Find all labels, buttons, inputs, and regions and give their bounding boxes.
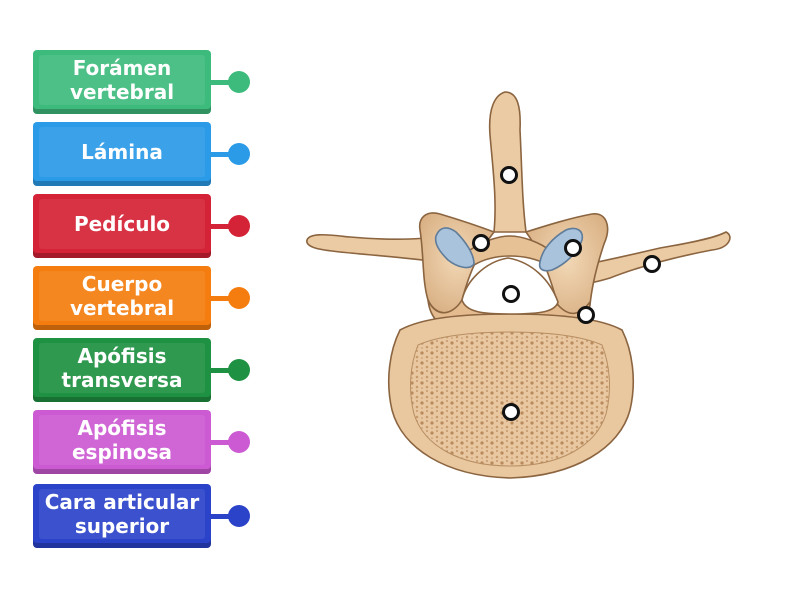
label-tile[interactable]: Apófisis transversa [33,338,211,402]
hotspot-right-lamina[interactable] [564,239,582,257]
label-tile-inner [39,127,205,177]
hotspot-vertebral-body[interactable] [502,403,520,421]
hotspot-pedicle[interactable] [577,306,595,324]
label-tile[interactable]: Cuerpo vertebral [33,266,211,330]
label-text: Cuerpo vertebral [69,271,175,320]
circle-connector-icon[interactable] [228,71,250,93]
vertebral-body-spongy-shape [410,331,610,467]
label-tile[interactable]: Lámina [33,122,211,186]
circle-connector-icon[interactable] [228,431,250,453]
label-connector-line [211,296,231,301]
circle-connector-icon[interactable] [228,215,250,237]
circle-connector-icon[interactable] [228,143,250,165]
label-text: Apófisis transversa [61,343,183,392]
label-tile[interactable]: Cara articular superior [33,484,211,548]
label-tile-inner [39,415,205,465]
right-articular-facet-shape [538,227,584,272]
label-tile-inner [39,271,205,321]
label-tile-inner [39,489,205,539]
label-connector-line [211,152,231,157]
label-text: Pedículo [73,211,171,236]
label-tile-inner [39,343,205,393]
label-connector-line [211,514,231,519]
label-tile[interactable]: Pedículo [33,194,211,258]
hotspot-vertebral-foramen[interactable] [502,285,520,303]
label-text: Apófisis espinosa [71,415,173,464]
label-text: Cara articular superior [44,489,200,538]
label-tile-inner [39,199,205,249]
vertebra-bone [306,91,731,479]
hotspot-left-lamina[interactable] [472,234,490,252]
circle-connector-icon[interactable] [228,359,250,381]
hotspot-transverse-process[interactable] [643,255,661,273]
label-tile-inner [39,55,205,105]
hotspot-spinous-process[interactable] [500,166,518,184]
hotspots [472,166,661,421]
label-connector-line [211,224,231,229]
left-transverse-process-shape [306,233,443,263]
label-text: Forámen vertebral [69,55,175,104]
label-connector-line [211,80,231,85]
label-text: Lámina [81,139,163,164]
left-articular-facet-shape [434,227,475,269]
label-connector-line [211,440,231,445]
label-connector-line [211,368,231,373]
label-tile[interactable]: Forámen vertebral [33,50,211,114]
circle-connector-icon[interactable] [228,287,250,309]
label-tile[interactable]: Apófisis espinosa [33,410,211,474]
circle-connector-icon[interactable] [228,505,250,527]
spinous-process-shape [488,91,527,233]
